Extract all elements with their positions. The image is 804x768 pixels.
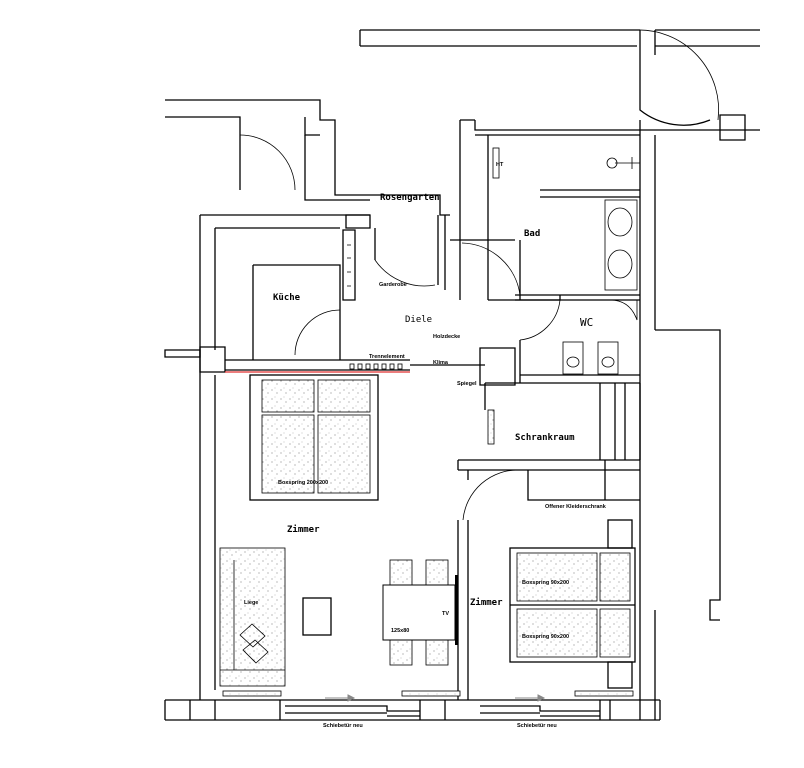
liege-sofa: Liege bbox=[219, 547, 286, 687]
label-klima: Klima bbox=[433, 360, 449, 366]
radiators bbox=[222, 690, 634, 697]
sink-icon bbox=[607, 249, 633, 279]
toilet-icon bbox=[562, 341, 584, 375]
dining-table: 125x80 TV bbox=[302, 559, 458, 666]
table-label: 125x80 bbox=[391, 628, 409, 634]
bathroom-fixtures bbox=[347, 147, 640, 445]
bed-single-2-label: Boxspring 90x200 bbox=[522, 634, 569, 640]
label-schiebetuer-right: Schiebetür neu bbox=[517, 723, 557, 729]
sliding-arrows bbox=[325, 694, 546, 702]
bed-single-1-label: Boxspring 90x200 bbox=[522, 580, 569, 586]
trennelement bbox=[225, 363, 410, 373]
label-offener-kleiderschrank: Offener Kleiderschrank bbox=[545, 504, 607, 510]
label-schiebetuer-left: Schiebetür neu bbox=[323, 723, 363, 729]
single-beds: Boxspring 90x200 Boxspring 90x200 bbox=[509, 519, 636, 689]
door-swings bbox=[239, 29, 719, 521]
label-ht: HT bbox=[496, 162, 504, 168]
bidet-icon bbox=[597, 341, 619, 375]
double-bed: Boxspring 200x200 bbox=[249, 374, 379, 501]
label-rosengarten: Rosengarten bbox=[380, 193, 440, 203]
tv-label: TV bbox=[442, 611, 449, 617]
liege-label: Liege bbox=[244, 600, 258, 606]
label-zimmer-left: Zimmer bbox=[287, 524, 320, 535]
label-diele: Diele bbox=[405, 315, 432, 325]
label-zimmer-right: Zimmer bbox=[470, 597, 503, 608]
exterior-walls bbox=[165, 29, 760, 240]
label-schrankraum: Schrankraum bbox=[515, 433, 575, 443]
label-kueche: Küche bbox=[273, 293, 301, 303]
label-holzdecke: Holzdecke bbox=[433, 334, 460, 340]
label-trennelement: Trennelement bbox=[369, 354, 405, 360]
label-garderobe: Garderobe bbox=[379, 282, 407, 288]
sink-icon bbox=[607, 207, 633, 237]
label-bad: Bad bbox=[524, 229, 540, 239]
label-wc: WC bbox=[580, 316, 593, 329]
label-spiegel: Spiegel bbox=[457, 381, 477, 387]
bed-double-label: Boxspring 200x200 bbox=[278, 480, 328, 486]
